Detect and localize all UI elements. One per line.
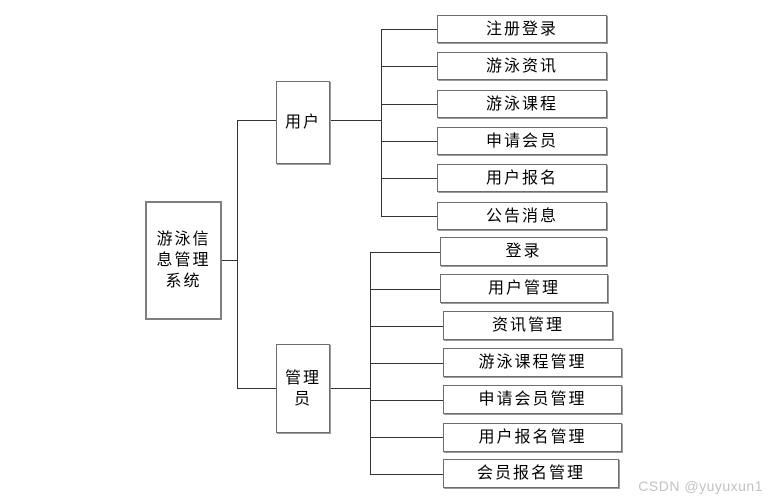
connector-trunk-admin bbox=[237, 388, 276, 389]
leaf-label: 登录 bbox=[505, 243, 542, 260]
branch-node-admin: 管理员 bbox=[276, 344, 330, 433]
leaf-label: 游泳课程 bbox=[485, 95, 558, 113]
leaf-label: 游泳课程管理 bbox=[478, 354, 587, 371]
connector-admin-leaf-3 bbox=[370, 326, 443, 327]
connector-user-leaf-1 bbox=[381, 29, 437, 30]
leaf-label: 公告消息 bbox=[485, 207, 558, 225]
connector-user-spine bbox=[330, 120, 381, 121]
connector-admin-leaf-2 bbox=[370, 289, 440, 290]
branch-node-admin-label: 管理员 bbox=[284, 369, 321, 408]
connector-user-spine-vertical bbox=[381, 29, 382, 216]
connector-admin-leaf-4 bbox=[370, 363, 443, 364]
connector-user-leaf-4 bbox=[381, 141, 437, 142]
leaf-node-swimming-course: 游泳课程 bbox=[437, 90, 607, 118]
connector-user-leaf-5 bbox=[381, 178, 437, 179]
connector-root-trunk bbox=[222, 260, 237, 261]
leaf-label: 会员报名管理 bbox=[476, 465, 585, 482]
leaf-node-course-management: 游泳课程管理 bbox=[443, 348, 622, 377]
root-node-label: 游泳信息管理系统 bbox=[156, 231, 211, 290]
leaf-label: 用户管理 bbox=[487, 280, 560, 297]
leaf-label: 资讯管理 bbox=[491, 317, 564, 334]
leaf-node-user-signup: 用户报名 bbox=[437, 164, 607, 192]
connector-user-leaf-2 bbox=[381, 66, 437, 67]
connector-admin-leaf-1 bbox=[370, 252, 440, 253]
csdn-watermark: CSDN @yuyuxun1 bbox=[638, 478, 763, 494]
leaf-node-user-management: 用户管理 bbox=[440, 274, 608, 303]
branch-node-user: 用户 bbox=[276, 81, 330, 164]
leaf-node-register-login: 注册登录 bbox=[437, 15, 607, 43]
leaf-label: 用户报名 bbox=[485, 169, 558, 187]
connector-admin-leaf-6 bbox=[370, 437, 443, 438]
connector-user-leaf-6 bbox=[381, 216, 437, 217]
leaf-node-swimming-news: 游泳资讯 bbox=[437, 52, 607, 80]
leaf-label: 注册登录 bbox=[485, 20, 558, 38]
leaf-node-apply-membership: 申请会员 bbox=[437, 127, 607, 155]
connector-admin-leaf-7 bbox=[370, 474, 443, 475]
leaf-label: 申请会员 bbox=[485, 132, 558, 150]
connector-admin-spine bbox=[330, 388, 370, 389]
leaf-label: 申请会员管理 bbox=[478, 391, 587, 408]
root-node: 游泳信息管理系统 bbox=[145, 201, 222, 320]
leaf-node-login: 登录 bbox=[440, 237, 607, 266]
leaf-label: 用户报名管理 bbox=[478, 429, 587, 446]
leaf-node-news-management: 资讯管理 bbox=[443, 311, 613, 340]
leaf-node-membership-apply-management: 申请会员管理 bbox=[443, 385, 622, 414]
connector-admin-leaf-5 bbox=[370, 400, 443, 401]
leaf-node-member-signup-management: 会员报名管理 bbox=[443, 459, 619, 488]
connector-trunk-user bbox=[237, 120, 276, 121]
branch-node-user-label: 用户 bbox=[284, 114, 321, 131]
leaf-node-user-signup-management: 用户报名管理 bbox=[443, 423, 622, 452]
leaf-node-announcement: 公告消息 bbox=[437, 202, 607, 230]
leaf-label: 游泳资讯 bbox=[485, 57, 558, 75]
connector-trunk bbox=[237, 120, 238, 388]
connector-user-leaf-3 bbox=[381, 104, 437, 105]
